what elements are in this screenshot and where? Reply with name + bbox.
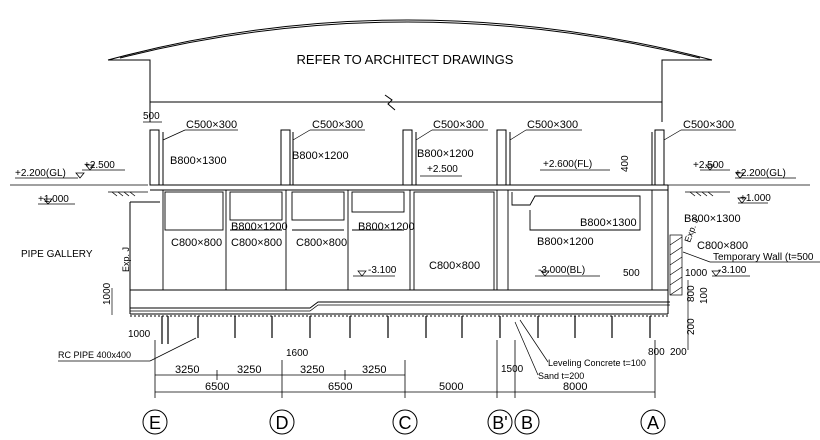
span-b2: 6500 xyxy=(328,381,352,393)
grid-a: A xyxy=(647,413,659,433)
elev-2500-mid: +2.500 xyxy=(427,164,458,175)
grid-bubbles xyxy=(142,409,666,435)
roof xyxy=(107,19,713,122)
elev-m3100-left: -3.100 xyxy=(368,265,397,276)
dim-1000-right: 1000 xyxy=(685,268,708,279)
pipe-gallery-label: PIPE GALLERY xyxy=(21,249,93,260)
dim-200-bottom: 200 xyxy=(670,347,687,358)
grid-d: D xyxy=(276,413,289,433)
dim-1000-left2: 1000 xyxy=(128,329,151,340)
base-slab xyxy=(129,289,670,317)
elev-gl-left: +2.200(GL) xyxy=(15,168,66,179)
dim-1500: 1500 xyxy=(501,364,524,375)
span-b1: 6500 xyxy=(205,381,229,393)
grid-b-prime: B' xyxy=(492,413,507,433)
dim-800-right: 800 xyxy=(686,285,697,302)
span-b4: 8000 xyxy=(563,381,587,393)
span-a2: 3250 xyxy=(237,364,261,376)
column-label-4: C500×300 xyxy=(527,119,578,131)
beam-b6: B800×1300 xyxy=(580,217,637,229)
dimension-lines xyxy=(154,340,656,398)
grid-c: C xyxy=(399,413,412,433)
column-leaders xyxy=(162,129,736,141)
dim-1000-left: 1000 xyxy=(102,282,113,305)
dim-100-right: 100 xyxy=(699,287,710,304)
col-c4: C800×800 xyxy=(429,260,480,272)
span-b3: 5000 xyxy=(439,381,463,393)
exp-joint-left: Exp. J xyxy=(121,247,131,272)
sand-label: Sand t=200 xyxy=(538,371,584,381)
beam-b5: B800×1200 xyxy=(358,221,415,233)
grid-e: E xyxy=(149,413,161,433)
col-c5: C800×800 xyxy=(697,240,748,252)
beam-b1: B800×1300 xyxy=(170,155,227,167)
beam-b2: B800×1200 xyxy=(292,150,349,162)
col-c2: C800×800 xyxy=(231,237,282,249)
elev-gl-right: +2.200(GL) xyxy=(735,168,786,179)
beam-b8: B800×1300 xyxy=(684,213,741,225)
grid-b: B xyxy=(521,413,533,433)
span-a3: 3250 xyxy=(300,364,324,376)
dim-500-top: 500 xyxy=(143,111,160,122)
beam-b3: B800×1200 xyxy=(417,148,474,160)
temporary-wall xyxy=(669,234,683,296)
elev-bl: -3.000(BL) xyxy=(538,265,585,276)
beam-b7: B800×1200 xyxy=(537,236,594,248)
elev-2500-right: +2.500 xyxy=(693,160,724,171)
piles xyxy=(161,316,651,344)
rc-pipe-label: RC PIPE 400x400 xyxy=(58,350,131,360)
beam-b4: B800×1200 xyxy=(231,221,288,233)
dim-1600: 1600 xyxy=(286,348,309,359)
dim-800-bottom: 800 xyxy=(648,347,665,358)
column-label-2: C500×300 xyxy=(312,119,363,131)
elev-1000-right: +1.000 xyxy=(740,193,771,204)
column-label-5: C500×300 xyxy=(683,119,734,131)
elev-1000-left: +1.000 xyxy=(38,194,69,205)
elev-2500-left: +2.500 xyxy=(84,160,115,171)
leveling-label: Leveling Concrete t=100 xyxy=(548,358,646,368)
dim-500-right: 500 xyxy=(623,268,640,279)
elev-fl: +2.600(FL) xyxy=(543,159,592,170)
dim-400: 400 xyxy=(620,155,631,172)
ground-right xyxy=(668,164,810,204)
span-a4: 3250 xyxy=(362,364,386,376)
title-note: REFER TO ARCHITECT DRAWINGS xyxy=(297,52,514,67)
elev-m3100-right: -3.100 xyxy=(718,265,747,276)
col-c1: C800×800 xyxy=(171,237,222,249)
span-a1: 3250 xyxy=(175,364,199,376)
column-label-3: C500×300 xyxy=(433,119,484,131)
col-c3: C800×800 xyxy=(296,237,347,249)
ground-left xyxy=(10,164,148,205)
upper-columns xyxy=(149,129,665,186)
column-label-1: C500×300 xyxy=(186,119,237,131)
dim-200-right: 200 xyxy=(686,318,697,335)
upper-slab xyxy=(129,184,669,290)
temporary-wall-label: Temporary Wall (t=500 xyxy=(713,252,814,263)
